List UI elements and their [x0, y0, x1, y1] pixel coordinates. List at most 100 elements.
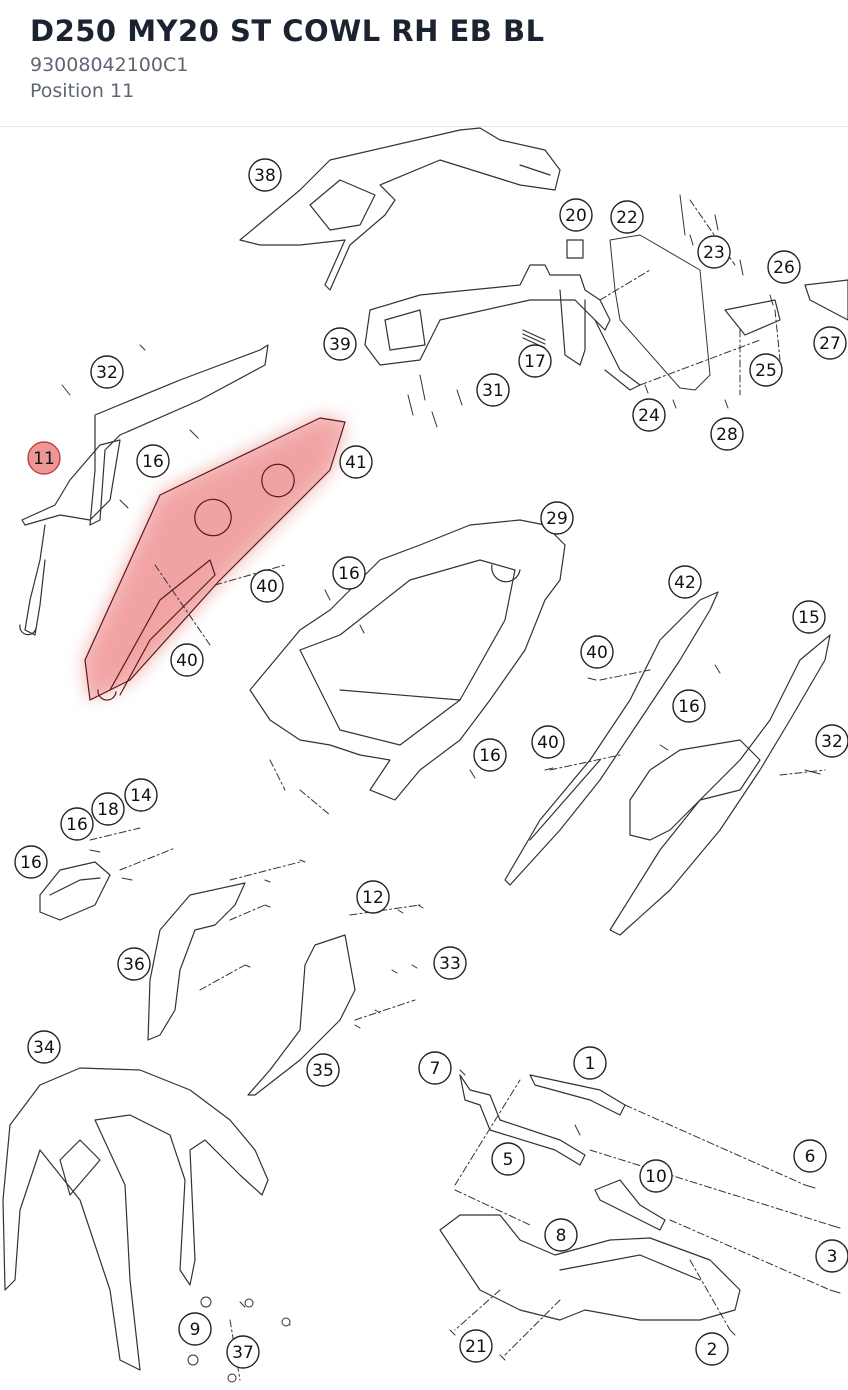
callout-circle — [531, 725, 565, 759]
callout-3[interactable]: 3 — [815, 1239, 848, 1273]
callout-number: 26 — [773, 258, 795, 278]
callout-circle — [672, 689, 706, 723]
callout-23[interactable]: 23 — [697, 235, 731, 269]
callout-39[interactable]: 39 — [323, 327, 357, 361]
callout-circle — [124, 778, 158, 812]
callout-number: 11 — [33, 449, 55, 469]
callout-24[interactable]: 24 — [632, 398, 666, 432]
callout-32[interactable]: 32 — [815, 724, 848, 758]
part-8-shape — [594, 1179, 666, 1231]
callout-11[interactable]: 11 — [27, 441, 61, 475]
callout-circle — [749, 353, 783, 387]
callout-42[interactable]: 42 — [668, 565, 702, 599]
callout-33[interactable]: 33 — [433, 946, 467, 980]
callout-18[interactable]: 18 — [91, 792, 125, 826]
selected-part-highlight — [85, 418, 345, 700]
callout-number: 38 — [254, 166, 276, 186]
callout-16[interactable]: 16 — [332, 556, 366, 590]
callout-number: 23 — [703, 243, 725, 263]
callout-16[interactable]: 16 — [14, 845, 48, 879]
callout-26[interactable]: 26 — [767, 250, 801, 284]
callout-22[interactable]: 22 — [610, 200, 644, 234]
callout-circle — [473, 738, 507, 772]
callout-1[interactable]: 1 — [573, 1046, 607, 1080]
callout-7[interactable]: 7 — [418, 1051, 452, 1085]
callout-number: 17 — [524, 352, 546, 372]
callout-12[interactable]: 12 — [356, 880, 390, 914]
callout-27[interactable]: 27 — [813, 326, 847, 360]
callout-16[interactable]: 16 — [473, 738, 507, 772]
callout-37[interactable]: 37 — [226, 1335, 260, 1369]
callout-40[interactable]: 40 — [170, 643, 204, 677]
callout-number: 2 — [707, 1340, 718, 1360]
callout-circle — [695, 1332, 729, 1366]
callout-8[interactable]: 8 — [544, 1218, 578, 1252]
callout-circle — [418, 1051, 452, 1085]
callout-circle — [668, 565, 702, 599]
callout-number: 9 — [190, 1320, 201, 1340]
callout-2[interactable]: 2 — [695, 1332, 729, 1366]
callout-28[interactable]: 28 — [710, 417, 744, 451]
callout-number: 42 — [674, 573, 696, 593]
callout-9[interactable]: 9 — [178, 1312, 212, 1346]
part-38-shape — [239, 127, 561, 291]
callout-5[interactable]: 5 — [491, 1142, 525, 1176]
part-11-selected-cowl — [84, 417, 346, 701]
exploded-parts-diagram: 3820222326273917312524283211164129404215… — [2, 127, 848, 1383]
callout-number: 32 — [96, 363, 118, 383]
callout-number: 20 — [565, 206, 587, 226]
callout-40[interactable]: 40 — [531, 725, 565, 759]
callout-10[interactable]: 10 — [639, 1159, 673, 1193]
callout-circle — [332, 556, 366, 590]
leader-lines — [89, 199, 831, 1381]
callout-34[interactable]: 34 — [27, 1030, 61, 1064]
page-header: D250 MY20 ST COWL RH EB BL 93008042100C1… — [0, 0, 848, 127]
callout-number: 14 — [130, 786, 152, 806]
callout-40[interactable]: 40 — [250, 569, 284, 603]
callout-number: 6 — [805, 1147, 816, 1167]
callout-15[interactable]: 15 — [792, 600, 826, 634]
callout-circle — [815, 724, 848, 758]
callout-32[interactable]: 32 — [90, 355, 124, 389]
callout-16[interactable]: 16 — [672, 689, 706, 723]
callout-40[interactable]: 40 — [580, 635, 614, 669]
callout-16[interactable]: 16 — [136, 444, 170, 478]
callout-number: 31 — [482, 381, 504, 401]
callout-number: 16 — [20, 853, 42, 873]
callout-35[interactable]: 35 — [306, 1053, 340, 1087]
callout-14[interactable]: 14 — [124, 778, 158, 812]
callout-20[interactable]: 20 — [559, 198, 593, 232]
callout-circle — [178, 1312, 212, 1346]
part-3-shape — [439, 1214, 741, 1321]
callout-21[interactable]: 21 — [459, 1329, 493, 1363]
callout-number: 34 — [33, 1038, 55, 1058]
callout-circle — [459, 1329, 493, 1363]
callout-circle — [27, 1030, 61, 1064]
part-29-shape — [249, 519, 566, 801]
callout-6[interactable]: 6 — [793, 1139, 827, 1173]
callout-circle — [306, 1053, 340, 1087]
callout-25[interactable]: 25 — [749, 353, 783, 387]
callout-circle — [433, 946, 467, 980]
callout-circle — [632, 398, 666, 432]
callout-circle — [27, 441, 61, 475]
callout-circle — [710, 417, 744, 451]
callout-16[interactable]: 16 — [60, 807, 94, 841]
callout-number: 5 — [503, 1150, 514, 1170]
callout-36[interactable]: 36 — [117, 947, 151, 981]
callout-number: 39 — [329, 335, 351, 355]
callout-number: 8 — [556, 1226, 567, 1246]
callout-38[interactable]: 38 — [248, 158, 282, 192]
callout-41[interactable]: 41 — [339, 445, 373, 479]
callout-circle — [60, 807, 94, 841]
callout-number: 16 — [479, 746, 501, 766]
callout-circle — [250, 569, 284, 603]
callout-17[interactable]: 17 — [518, 344, 552, 378]
callout-31[interactable]: 31 — [476, 373, 510, 407]
callout-number: 35 — [312, 1061, 334, 1081]
callout-number: 21 — [465, 1337, 487, 1357]
callout-circle — [90, 355, 124, 389]
position-label: Position 11 — [30, 80, 135, 102]
callout-29[interactable]: 29 — [540, 501, 574, 535]
